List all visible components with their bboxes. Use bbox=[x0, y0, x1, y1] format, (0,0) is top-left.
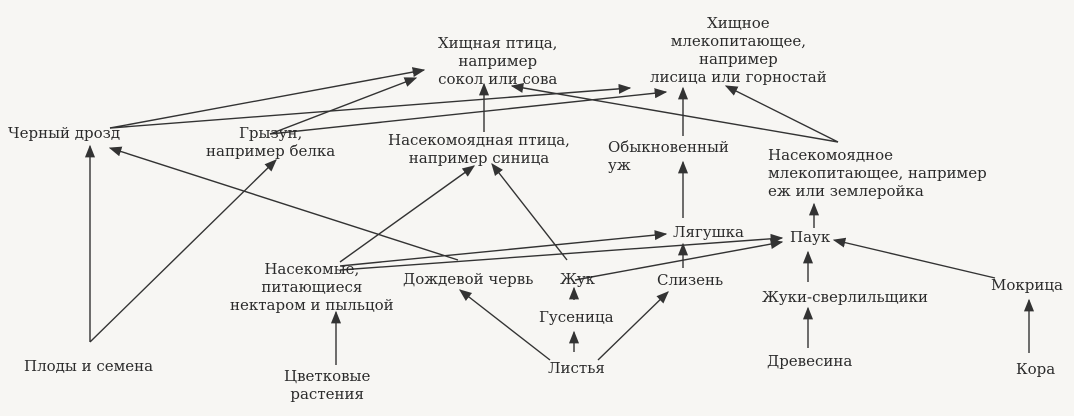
node-leaves: Листья bbox=[548, 359, 605, 377]
arrow-leaves-to-slug bbox=[597, 291, 669, 361]
node-bark-beetles: Жуки-сверлильщики bbox=[762, 288, 928, 306]
arrow-beetle-to-insectivore-bird bbox=[491, 163, 568, 261]
arrow-insectivore-mammal-to-carnivore-mammal bbox=[724, 85, 839, 143]
node-woodlouse: Мокрица bbox=[991, 276, 1063, 294]
node-insectivore-bird: Насекомоядная птица,например синица bbox=[388, 131, 570, 167]
arrow-blackbird-to-carnivore-mammal bbox=[109, 83, 632, 129]
arrow-earthworm-to-blackbird bbox=[108, 146, 459, 261]
node-frog: Лягушка bbox=[673, 223, 744, 241]
node-slug: Слизень bbox=[657, 271, 724, 289]
arrow-woodlouse-to-spider bbox=[832, 237, 996, 279]
arrow-beetle-to-spider bbox=[574, 239, 784, 281]
arrow-rodent-to-carnivore-mammal bbox=[269, 88, 668, 135]
arrow-leaves-to-earthworm bbox=[459, 289, 551, 361]
node-blackbird: Черный дрозд bbox=[8, 124, 121, 142]
arrow-insectivore-mammal-to-bird-of-prey bbox=[510, 82, 839, 143]
arrow-fruits-seeds-to-rodent bbox=[89, 159, 277, 343]
arrow-nectar-insects-to-insectivore-bird bbox=[339, 165, 476, 263]
arrow-rodent-to-bird-of-prey bbox=[269, 77, 418, 135]
node-beetle: Жук bbox=[560, 270, 596, 288]
arrow-nectar-insects-to-frog bbox=[339, 230, 668, 267]
node-earthworm: Дождевой червь bbox=[403, 270, 534, 288]
node-fruits-seeds: Плоды и семена bbox=[24, 357, 154, 375]
node-spider: Паук bbox=[790, 228, 831, 246]
arrow-nectar-insects-to-spider bbox=[339, 233, 784, 271]
node-rodent: Грызун,например белка bbox=[206, 124, 336, 160]
node-caterpillar: Гусеница bbox=[539, 308, 614, 326]
node-bark: Кора bbox=[1016, 360, 1056, 378]
arrow-blackbird-to-bird-of-prey bbox=[109, 67, 426, 129]
node-wood: Древесина bbox=[767, 352, 853, 370]
